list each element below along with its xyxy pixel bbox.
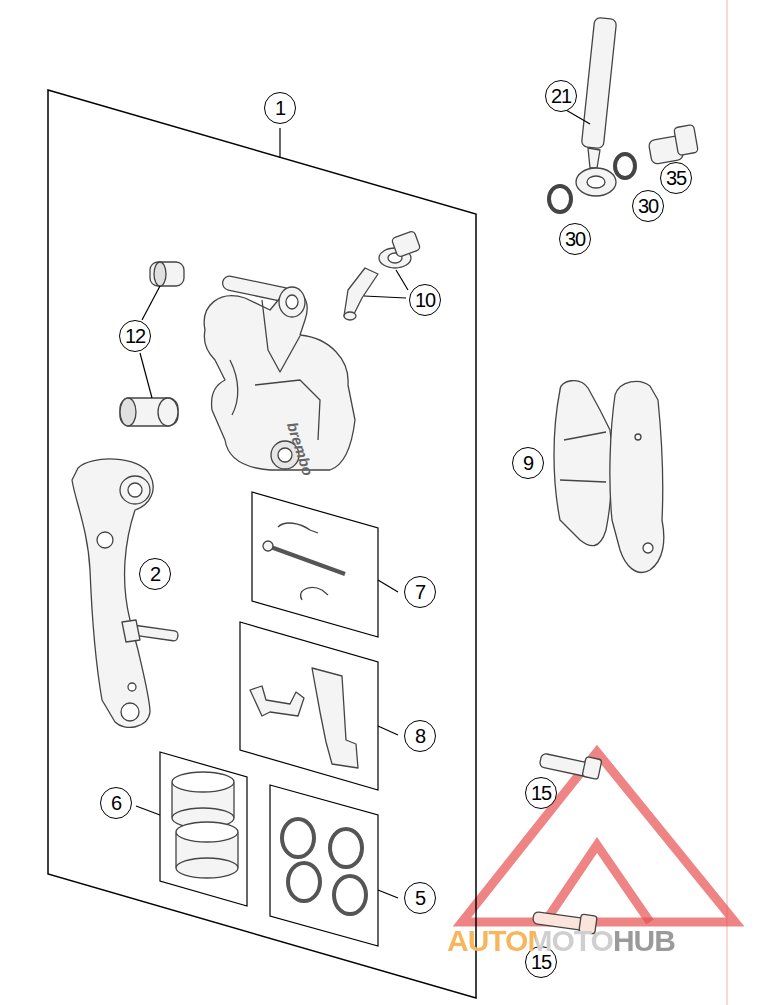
callout-circle: 12 bbox=[119, 320, 151, 352]
callout-number: 15 bbox=[531, 783, 551, 803]
callout-circle: 30 bbox=[559, 223, 591, 255]
callout-circle: 10 bbox=[409, 284, 441, 316]
callout-circle: 5 bbox=[404, 882, 436, 914]
callout-number: 35 bbox=[666, 168, 686, 188]
callout-circle: 35 bbox=[660, 162, 692, 194]
callout-circle: 1 bbox=[264, 92, 296, 124]
callout-number: 30 bbox=[565, 229, 585, 249]
callout-number: 21 bbox=[551, 86, 571, 106]
callout-number: 10 bbox=[415, 290, 435, 310]
callout-number: 1 bbox=[275, 98, 285, 118]
callout-number: 8 bbox=[415, 726, 425, 746]
callout-circle: 8 bbox=[404, 720, 436, 752]
callout-number: 9 bbox=[523, 453, 533, 473]
callout-circle: 2 bbox=[139, 558, 171, 590]
brand-mark: brembo bbox=[284, 420, 317, 478]
callout-number: 5 bbox=[415, 888, 425, 908]
callout-circle: 15 bbox=[525, 777, 557, 809]
callout-number: 2 bbox=[150, 564, 160, 584]
callout-circle: 21 bbox=[545, 80, 577, 112]
callout-number: 12 bbox=[125, 326, 145, 346]
watermark: AUTOMOTOHUB bbox=[447, 924, 675, 958]
callout-circle: 9 bbox=[512, 447, 544, 479]
callout-number: 7 bbox=[415, 582, 425, 602]
callout-number: 6 bbox=[111, 793, 121, 813]
callout-number: 30 bbox=[638, 196, 658, 216]
callout-circle: 6 bbox=[100, 787, 132, 819]
callout-circle: 7 bbox=[404, 576, 436, 608]
callout-circle: 30 bbox=[632, 190, 664, 222]
